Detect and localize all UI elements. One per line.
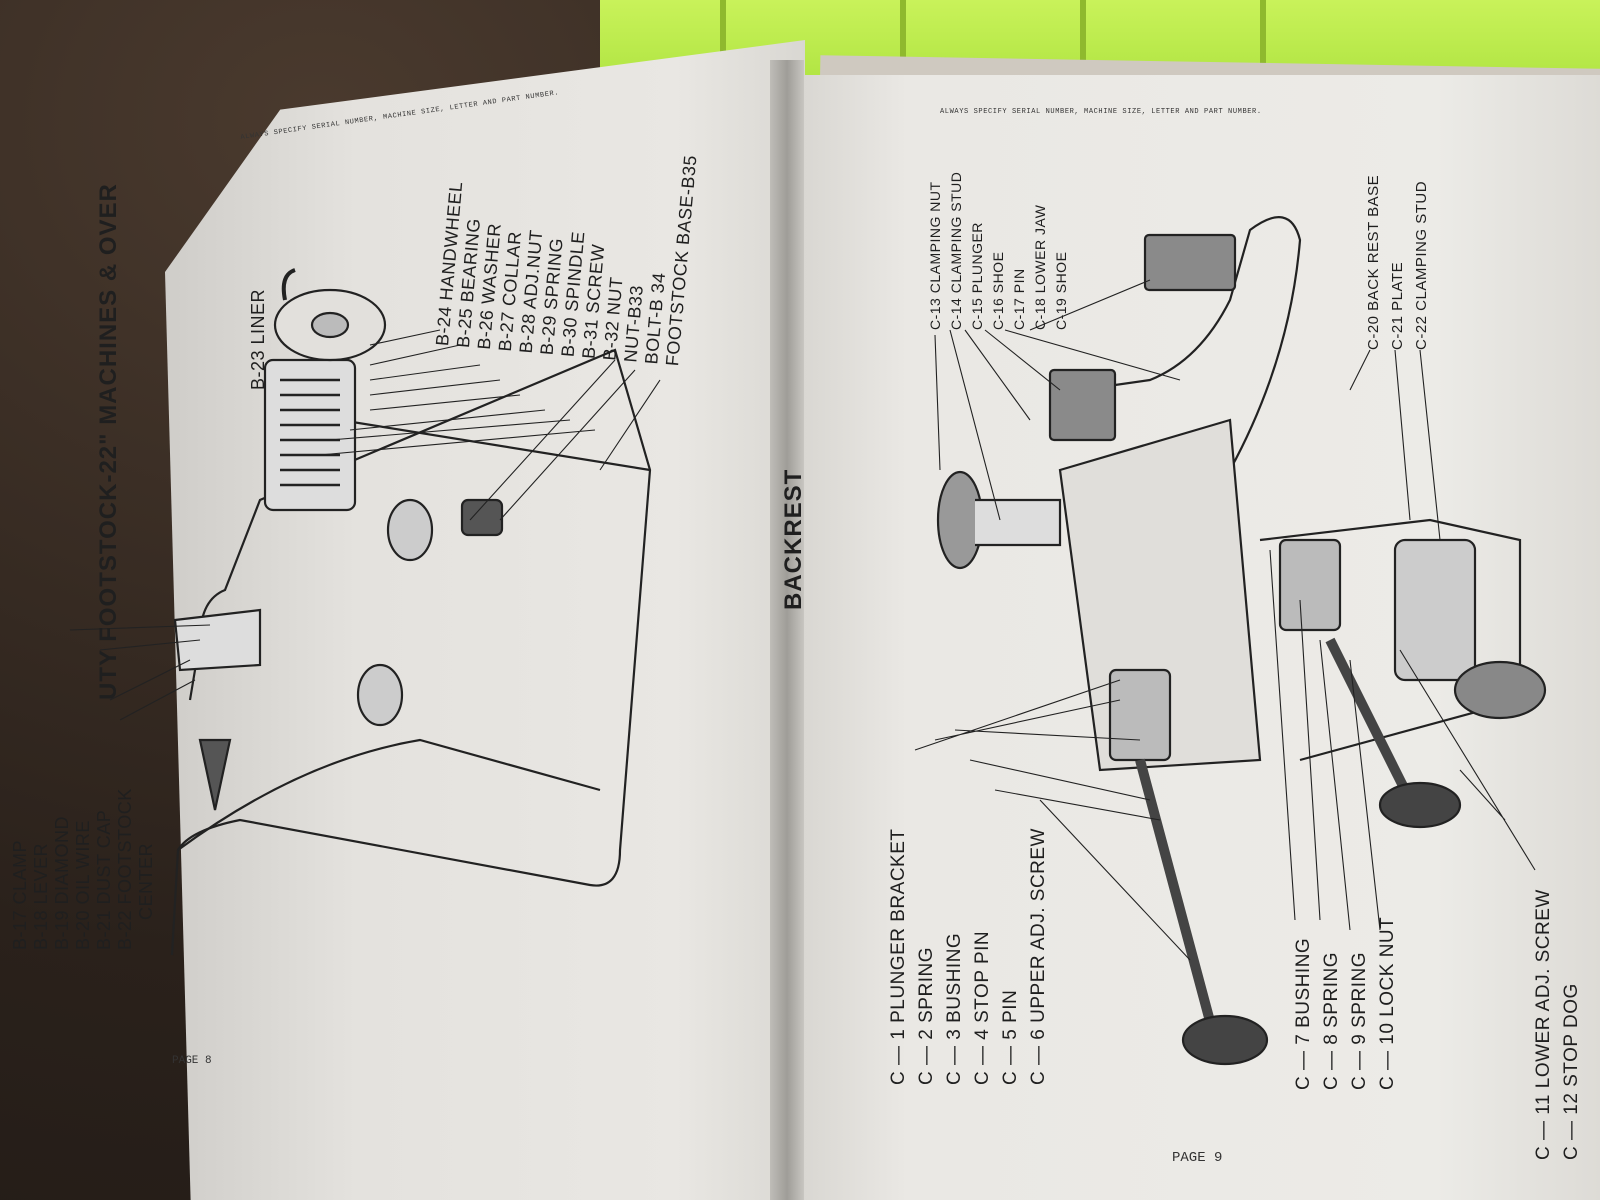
parts-list-backrest-b: C — 7 BUSHING C — 8 SPRING C — 9 SPRING … (1290, 917, 1402, 1090)
part-label: B-21 DUST CAP (94, 809, 114, 950)
part-label: CENTER (136, 842, 156, 920)
handwheel-handle (281, 268, 296, 301)
part-label: B-18 LEVER (31, 842, 51, 950)
part-label-liner: B-23 LINER (248, 288, 268, 390)
plunger (975, 498, 1062, 547)
parts-list-backrest-top: C-13 CLAMPING NUT C-14 CLAMPING STUD C-1… (925, 172, 1072, 330)
part-label: B-22 FOOTSTOCK (115, 788, 135, 950)
parts-list-backrest-c: C — 11 LOWER ADJ. SCREW C — 12 STOP DOG (1530, 889, 1586, 1160)
footstock-curve (177, 738, 601, 851)
leader-lines (319, 329, 661, 521)
screw-knob (1378, 781, 1462, 829)
nut (460, 498, 504, 537)
leader-lines (934, 279, 1181, 521)
part-label: C-21 PLATE (1389, 261, 1406, 350)
tray-slot (1080, 0, 1086, 70)
parts-list-left: B-17 CLAMP B-18 LEVER B-19 DIAMOND B-20 … (10, 788, 157, 950)
part-label: C-13 CLAMPING NUT (927, 181, 943, 330)
clamping-stud (1393, 538, 1477, 682)
part-label: C — 2 SPRING (916, 947, 937, 1085)
part-label: C — 6 UPPER ADJ. SCREW (1028, 828, 1049, 1085)
page-number-right: PAGE 9 (1172, 1150, 1223, 1166)
bushing (1278, 538, 1342, 632)
part-label: C — 3 BUSHING (944, 932, 965, 1085)
dust-cap (386, 498, 434, 562)
part-label: B-17 CLAMP (10, 839, 30, 950)
part-label: B-19 DIAMOND (52, 815, 72, 950)
part-label: C — 10 LOCK NUT (1377, 916, 1398, 1090)
parts-list-backrest-a: C — 1 PLUNGER BRACKET C — 2 SPRING C — 3… (885, 828, 1053, 1085)
part-label: C-17 PIN (1011, 268, 1027, 330)
part-label: C-19 SHOE (1053, 251, 1069, 330)
header-note-right: ALWAYS SPECIFY SERIAL NUMBER, MACHINE SI… (940, 108, 1262, 116)
part-label: C — 4 STOP PIN (972, 930, 993, 1085)
footstock-brace (339, 418, 651, 472)
part-label: C-14 CLAMPING STUD (948, 171, 964, 330)
book-gutter (770, 60, 804, 1200)
part-label: C — 7 BUSHING (1293, 937, 1314, 1090)
shoe (1143, 233, 1237, 292)
stud-knob (1453, 660, 1547, 720)
footstock-base-outline (170, 348, 652, 956)
right-page-title: BACKREST (780, 468, 807, 610)
part-label: B-20 OIL WIRE (73, 820, 93, 950)
part-label: C — 9 SPRING (1349, 952, 1370, 1090)
dust-cap (356, 663, 404, 727)
parts-list-backrest-right: C-20 BACK REST BASE C-21 PLATE C-22 CLAM… (1362, 175, 1434, 350)
leader-lines (1269, 549, 1536, 931)
tray-slot (1260, 0, 1266, 70)
leader-lines (69, 624, 211, 721)
handwheel-hub (310, 311, 350, 339)
left-page-title: UTY FOOTSTOCK-22" MACHINES & OVER (95, 183, 122, 700)
part-label: C — 11 LOWER ADJ. SCREW (1533, 889, 1554, 1160)
leader-lines (1349, 349, 1441, 541)
backrest-lower-jaw (1079, 216, 1302, 531)
plunger-bracket (1108, 668, 1172, 762)
part-label: C-16 SHOE (990, 251, 1006, 330)
part-label: C-18 LOWER JAW (1032, 204, 1048, 331)
part-label: C — 8 SPRING (1321, 952, 1342, 1090)
footstock-center (198, 738, 232, 811)
lower-adj-screw (1325, 637, 1415, 803)
part-label: C-22 CLAMPING STUD (1413, 180, 1430, 350)
tray-slot (900, 0, 906, 70)
parts-list-top: B-24 HANDWHEEL B-25 BEARING B-26 WASHER … (432, 134, 701, 367)
part-label: C-15 PLUNGER (969, 222, 985, 330)
spindle-spring (280, 378, 340, 487)
backrest-base (1259, 518, 1522, 762)
screw-knob (1181, 1014, 1269, 1066)
left-page (165, 40, 805, 1200)
shoe (1048, 368, 1117, 442)
page-number-left: PAGE 8 (172, 1055, 212, 1067)
leader-lines (914, 679, 1191, 961)
part-label: C — 5 PIN (1000, 989, 1021, 1085)
part-label: C — 12 STOP DOG (1561, 983, 1582, 1160)
part-label: C-20 BACK REST BASE (1365, 174, 1382, 350)
tray-slot (720, 0, 726, 70)
spindle-housing (263, 358, 357, 512)
part-label: C — 1 PLUNGER BRACKET (888, 828, 909, 1086)
upper-adj-screw (1135, 758, 1220, 1042)
